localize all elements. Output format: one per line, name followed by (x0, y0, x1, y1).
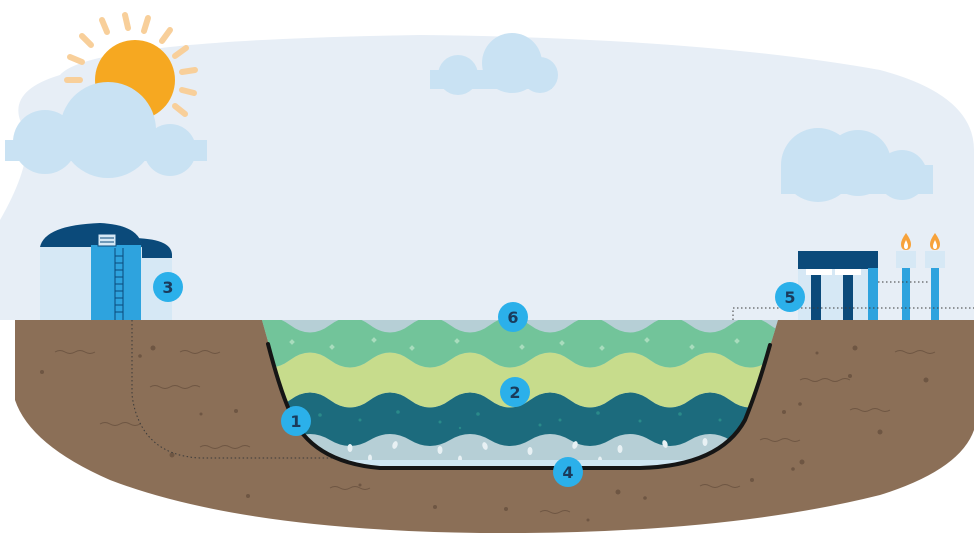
badge-5: 5 (775, 282, 805, 312)
svg-text:2: 2 (509, 383, 520, 402)
badge-3: 3 (153, 272, 183, 302)
badge-4: 4 (553, 457, 583, 487)
badge-1: 1 (281, 406, 311, 436)
svg-text:4: 4 (562, 463, 573, 482)
svg-text:6: 6 (507, 308, 518, 327)
svg-text:3: 3 (162, 278, 173, 297)
badge-2: 2 (500, 377, 530, 407)
svg-text:5: 5 (784, 288, 795, 307)
badge-6: 6 (498, 302, 528, 332)
treatment-plant-icon (798, 251, 878, 320)
svg-text:1: 1 (290, 412, 301, 431)
